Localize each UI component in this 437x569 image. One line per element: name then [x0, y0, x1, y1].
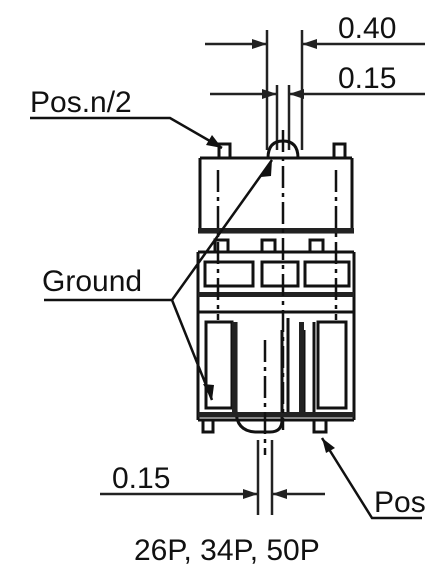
- pin-count-caption: 26P, 34P, 50P: [134, 534, 320, 567]
- leader-lines: [30, 116, 422, 520]
- pos-label: Pos: [374, 486, 426, 519]
- dim-label-015-bottom: 0.15: [112, 462, 170, 495]
- dimension-arrowheads: [243, 39, 317, 499]
- dim-label-015-top: 0.15: [338, 62, 396, 95]
- centerlines: [216, 130, 338, 455]
- ground-label: Ground: [42, 265, 142, 298]
- dim-label-040: 0.40: [338, 12, 396, 45]
- annotation-texts: 0.40 0.15 0.15 Pos.n/2 Ground Pos 26P, 3…: [30, 12, 426, 567]
- connector-outline: [196, 139, 356, 434]
- leader-arrowheads: [203, 135, 335, 453]
- pos-n-half-label: Pos.n/2: [30, 86, 132, 119]
- hatched-sections: [198, 228, 354, 417]
